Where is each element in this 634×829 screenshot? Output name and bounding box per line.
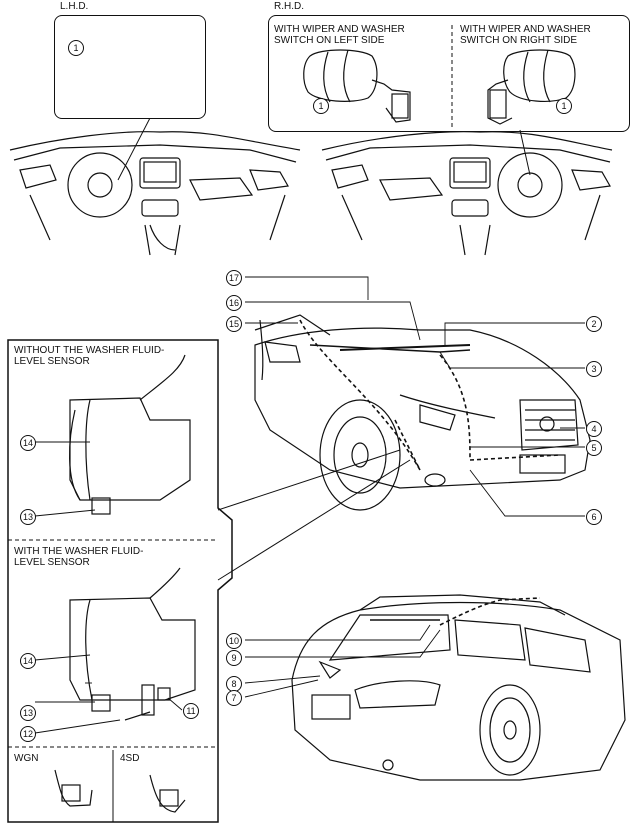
rhd-left-heading: WITH WIPER AND WASHER SWITCH ON LEFT SID… — [274, 24, 405, 46]
lhd-dashboard-illustration — [9, 131, 301, 256]
callout-12: 12 — [20, 726, 36, 742]
callout-15: 15 — [226, 316, 242, 332]
callout-9: 9 — [226, 650, 242, 666]
callout-3: 3 — [586, 361, 602, 377]
rhd-dashboard-illustration — [321, 131, 613, 256]
rhd-right-switch-illustration — [487, 49, 576, 125]
callout-5: 5 — [586, 440, 602, 456]
rhd-right-heading: WITH WIPER AND WASHER SWITCH ON RIGHT SI… — [460, 24, 591, 46]
rhd-switch-detail-box — [268, 15, 630, 132]
lhd-title: L.H.D. — [60, 1, 89, 12]
lhd-switch-detail-box — [54, 15, 206, 119]
callout-7: 7 — [226, 690, 242, 706]
callout-13: 13 — [20, 705, 36, 721]
callout-14: 14 — [20, 653, 36, 669]
callout-6: 6 — [586, 509, 602, 525]
callout-1: 1 — [68, 40, 84, 56]
washer-tank-illustrations — [54, 354, 196, 813]
callout-11: 11 — [183, 703, 199, 719]
callout-1: 1 — [313, 98, 329, 114]
callout-16: 16 — [226, 295, 242, 311]
rhd-title: R.H.D. — [274, 1, 304, 12]
callout-10: 10 — [226, 633, 242, 649]
4sd-label: 4SD — [120, 753, 140, 764]
callout-14: 14 — [20, 435, 36, 451]
callout-2: 2 — [586, 316, 602, 332]
rhd-left-switch-illustration — [303, 49, 411, 123]
callout-17: 17 — [226, 270, 242, 286]
rear-car-illustration — [291, 594, 626, 781]
without-sensor-heading: WITHOUT THE WASHER FLUID- LEVEL SENSOR — [14, 345, 165, 367]
callout-4: 4 — [586, 421, 602, 437]
callout-13: 13 — [20, 509, 36, 525]
wgn-label: WGN — [14, 753, 39, 764]
with-sensor-heading: WITH THE WASHER FLUID- LEVEL SENSOR — [14, 546, 144, 568]
callout-1: 1 — [556, 98, 572, 114]
